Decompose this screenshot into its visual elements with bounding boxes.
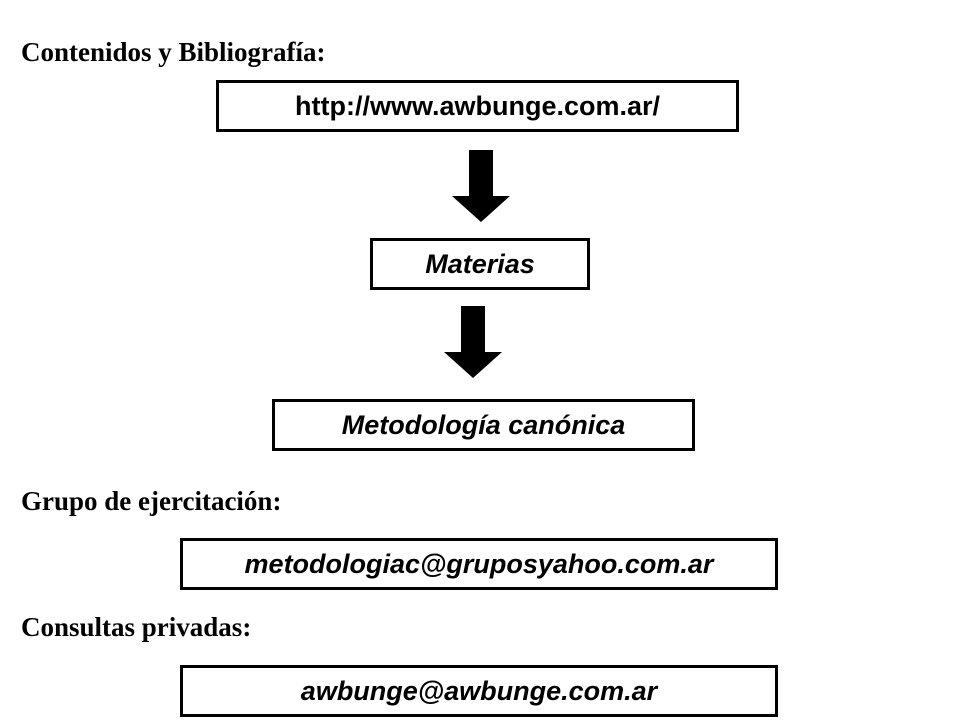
- consultas-heading: Consultas privadas:: [21, 612, 252, 642]
- arrow-down-icon: [452, 150, 510, 222]
- url-link-box[interactable]: http://www.awbunge.com.ar/: [216, 80, 739, 132]
- contenidos-heading: Contenidos y Bibliografía:: [21, 37, 326, 67]
- arrow-down-icon: [444, 306, 502, 378]
- materias-box[interactable]: Materias: [370, 238, 590, 290]
- grupo-heading: Grupo de ejercitación:: [21, 486, 282, 516]
- metodologia-canonica-box[interactable]: Metodología canónica: [272, 399, 695, 451]
- grupo-email-box[interactable]: metodologiac@gruposyahoo.com.ar: [180, 538, 778, 590]
- consultas-email-box[interactable]: awbunge@awbunge.com.ar: [180, 665, 778, 717]
